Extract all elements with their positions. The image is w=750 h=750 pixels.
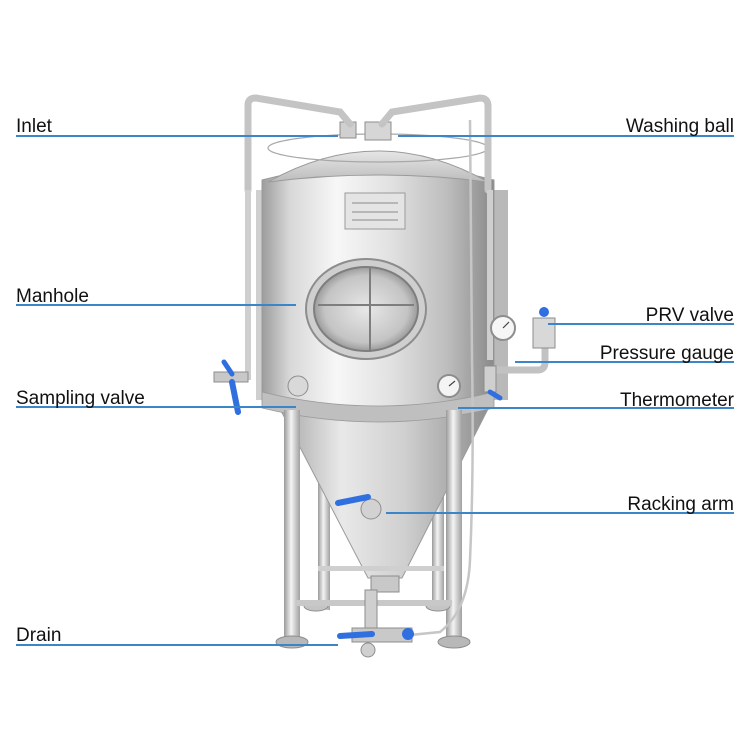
drain-pipe (364, 589, 378, 635)
cone-outlet (370, 575, 400, 593)
upper-brace (318, 566, 444, 571)
washing-ball-leader-line (398, 135, 734, 137)
manhole-leader-line (16, 304, 296, 306)
racking-arm-port (360, 498, 382, 520)
label-drain: Drain (16, 625, 62, 646)
manhole-door (313, 266, 419, 352)
sampling-valve-handle (229, 379, 241, 415)
drain-leader-line (16, 644, 338, 646)
racking-arm-handle (335, 494, 371, 506)
nameplate (344, 192, 406, 230)
racking-arm-leader-line (386, 512, 734, 514)
front-left-leg (284, 410, 300, 640)
label-pressure-gauge: Pressure gauge (599, 343, 734, 364)
cooling-hose (399, 119, 474, 638)
drain-valve-handle (337, 631, 375, 639)
left-foot (275, 635, 309, 649)
label-manhole: Manhole (16, 286, 89, 307)
label-thermometer: Thermometer (619, 390, 734, 411)
inlet-leader-line (16, 135, 338, 137)
label-racking-arm: Racking arm (627, 494, 734, 515)
label-washing-ball: Washing ball (625, 116, 734, 137)
thermometer-leader-line (458, 407, 734, 409)
front-right-leg (446, 410, 462, 640)
label-sampling-valve: Sampling valve (16, 388, 145, 409)
left-top-pipe (244, 94, 354, 194)
prv-valve-body (532, 317, 556, 349)
sampling-valve-leader-line (16, 406, 296, 408)
prv-valve-leader-line (548, 323, 734, 325)
right-top-pipe (378, 94, 492, 194)
label-prv-valve: PRV valve (645, 305, 734, 326)
top-fitting (364, 121, 392, 141)
pressure-gauge-leader-line (515, 361, 734, 363)
right-foot (437, 635, 471, 649)
label-inlet: Inlet (16, 116, 52, 137)
